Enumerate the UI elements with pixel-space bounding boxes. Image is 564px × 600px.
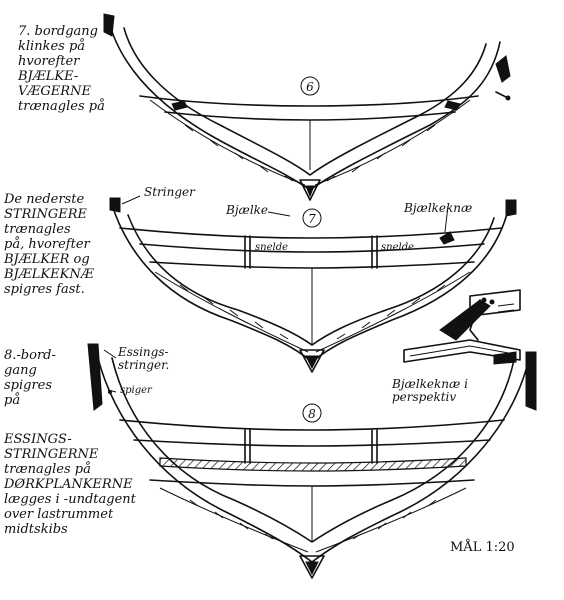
perspective-caption: Bjælkeknæ i perspektiv xyxy=(392,377,468,404)
hull-section-7: 7 Stringer Bjælke Bjælkeknæ snelde sneld… xyxy=(109,185,517,373)
step-7-number-circle xyxy=(302,208,322,228)
label-snelde-left: snelde xyxy=(255,242,288,253)
label-spiger: spiger xyxy=(120,385,153,396)
step-6-number-circle xyxy=(300,76,320,96)
hull-section-8: 8 spiger xyxy=(87,343,537,579)
step-8-number: 8 xyxy=(308,407,316,421)
label-bjaelke: Bjælke xyxy=(225,203,268,217)
label-essings-stringer: Essings- stringer. xyxy=(118,345,170,372)
hull-section-6: 6 xyxy=(103,13,511,201)
label-stringer: Stringer xyxy=(144,185,196,199)
label-snelde-right: snelde xyxy=(381,242,414,253)
step-7-number: 7 xyxy=(308,212,316,226)
perspective-detail xyxy=(403,289,521,365)
step-8-note-left: 8.-bord- gang spigres på xyxy=(4,348,56,408)
step-6-number: 6 xyxy=(306,80,314,94)
step-8-number-circle xyxy=(302,403,322,423)
step-6-note: 7. bordgang klinkes på hvorefter BJÆLKE-… xyxy=(18,24,105,114)
label-bjaelkeknae: Bjælkeknæ xyxy=(403,201,472,215)
step-8-note-bottom: ESSINGS- STRINGERNE trænagles på DØRKPLA… xyxy=(4,432,136,537)
scale-label: MÅL 1:20 xyxy=(450,540,515,555)
step-7-note: De nederste STRINGERE trænagles på, hvor… xyxy=(4,192,94,297)
